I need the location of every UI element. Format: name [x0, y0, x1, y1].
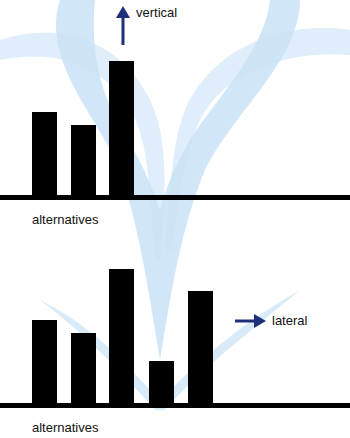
bar [32, 112, 57, 197]
axis-label: vertical [136, 6, 177, 19]
bar [109, 61, 134, 197]
arrowhead [254, 314, 266, 328]
axis-label: lateral [272, 314, 307, 327]
bar [188, 291, 213, 405]
watermark-swoosh [0, 33, 164, 261]
vertical-arrow [122, 16, 125, 45]
bar [71, 333, 96, 405]
watermark-curve [40, 290, 300, 410]
axis-label: alternatives [32, 213, 98, 226]
watermark-swoosh [165, 28, 350, 250]
bar [109, 269, 134, 405]
arrowhead [116, 6, 130, 18]
bar [149, 361, 174, 405]
baseline [0, 403, 350, 408]
bar [71, 125, 96, 197]
baseline [0, 195, 350, 200]
axis-label: alternatives [32, 421, 98, 434]
lateral-arrow [235, 320, 256, 323]
bar [32, 320, 57, 405]
